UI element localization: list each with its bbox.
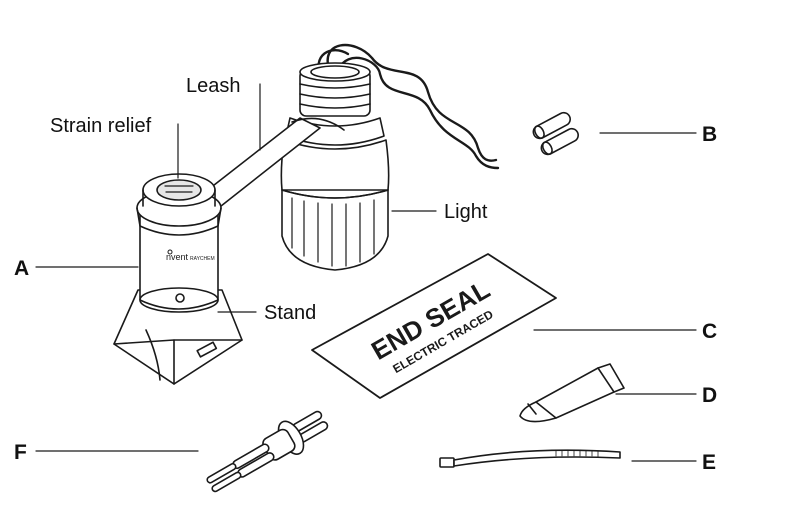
label-d: D (702, 384, 718, 407)
end-seal-card (311, 253, 557, 399)
label-e: E (702, 451, 717, 474)
label-leash: Leash (186, 75, 241, 97)
tubes-illustration (532, 111, 579, 156)
connector-illustration (206, 410, 329, 493)
label-a: A (14, 257, 30, 280)
label-stand: Stand (264, 302, 317, 324)
light-illustration (280, 43, 500, 271)
label-strain-relief: Strain relief (50, 115, 152, 137)
stand-logo-product: RAYCHEM (190, 256, 215, 262)
cable-tie-illustration (439, 449, 621, 468)
label-b: B (702, 123, 718, 146)
stand-logo-brand: nvent (166, 252, 189, 262)
label-light: Light (444, 201, 488, 223)
label-c: C (702, 320, 718, 343)
sealant-tube-illustration (519, 363, 625, 423)
label-f: F (14, 441, 27, 464)
leader-lines (35, 83, 697, 462)
stand-illustration (113, 117, 345, 385)
